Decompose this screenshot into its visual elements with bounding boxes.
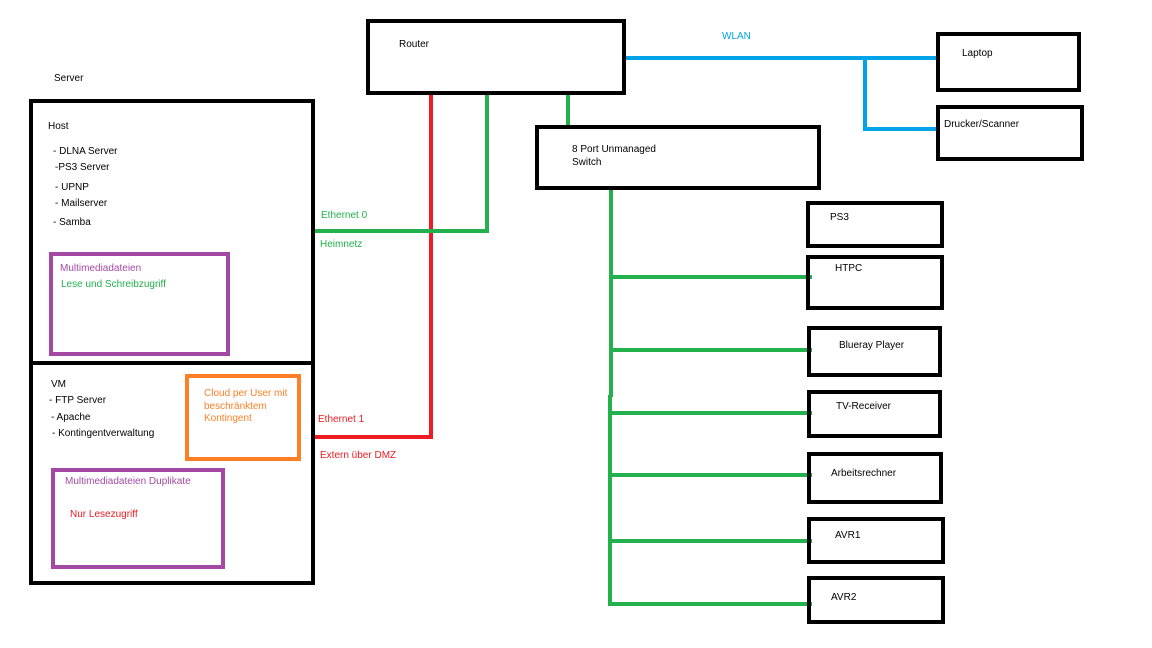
device-box-blueray — [807, 326, 942, 377]
device-label-arbeitsrechner: Arbeitsrechner — [831, 468, 897, 479]
device-label-avr2: AVR2 — [831, 592, 857, 603]
router-label: Router — [399, 39, 430, 50]
device-label-blueray: Blueray Player — [839, 340, 905, 351]
vm-media-title: Multimediadateien Duplikate — [65, 476, 191, 487]
device-box-htpc — [806, 255, 944, 310]
device-box-arbeitsrechner — [807, 452, 943, 504]
device-label-htpc: HTPC — [835, 263, 863, 274]
ethernet1-label: Ethernet 1 — [318, 414, 365, 425]
switch-box — [535, 125, 821, 190]
host-service: - Samba — [53, 217, 91, 228]
wlan-printer-link — [863, 58, 940, 131]
dmz-label: Extern über DMZ — [320, 450, 397, 461]
host-media-title: Multimediadateien — [60, 263, 142, 274]
host-service: - Mailserver — [55, 198, 108, 209]
heimnetz-label: Heimnetz — [320, 239, 363, 250]
ethernet0-label: Ethernet 0 — [321, 210, 368, 221]
vm-service: - FTP Server — [49, 395, 107, 406]
host-service: - DLNA Server — [53, 146, 118, 157]
switch-label: Switch — [572, 157, 602, 168]
device-box-avr2 — [807, 576, 945, 624]
wlan-label: WLAN — [722, 31, 751, 42]
vm-media-box — [51, 468, 225, 569]
device-box-avr1 — [807, 517, 945, 564]
device-box-tv — [807, 390, 942, 438]
cloud-label: beschränktem — [204, 401, 267, 412]
vm-media-access: Nur Lesezugriff — [70, 509, 138, 520]
device-label-ps3: PS3 — [830, 212, 849, 223]
ethernet0-link — [313, 93, 489, 233]
device-box-ps3 — [806, 201, 944, 248]
host-media-access: Lese und Schreibzugriff — [61, 279, 166, 290]
vm-service: - Apache — [51, 412, 91, 423]
ethernet1-link — [313, 91, 433, 439]
host-service: -PS3 Server — [55, 162, 110, 173]
device-box-printer — [936, 105, 1084, 161]
device-label-avr1: AVR1 — [835, 530, 861, 541]
host-media-box — [49, 252, 230, 356]
switch-label: 8 Port Unmanaged — [572, 144, 656, 155]
cloud-box — [185, 374, 301, 461]
vm-title: VM — [51, 379, 66, 390]
device-label-laptop: Laptop — [962, 48, 993, 59]
host-service: - UPNP — [55, 182, 89, 193]
vm-box — [29, 361, 315, 585]
device-box-laptop — [936, 32, 1081, 92]
router-box — [366, 19, 626, 95]
cloud-label: Kontingent — [204, 413, 252, 424]
server-title: Server — [54, 73, 84, 84]
host-title: Host — [48, 121, 69, 132]
device-label-tv: TV-Receiver — [836, 401, 892, 412]
device-label-printer: Drucker/Scanner — [944, 119, 1020, 130]
vm-service: - Kontingentverwaltung — [52, 428, 155, 439]
cloud-label: Cloud per User mit — [204, 388, 288, 399]
